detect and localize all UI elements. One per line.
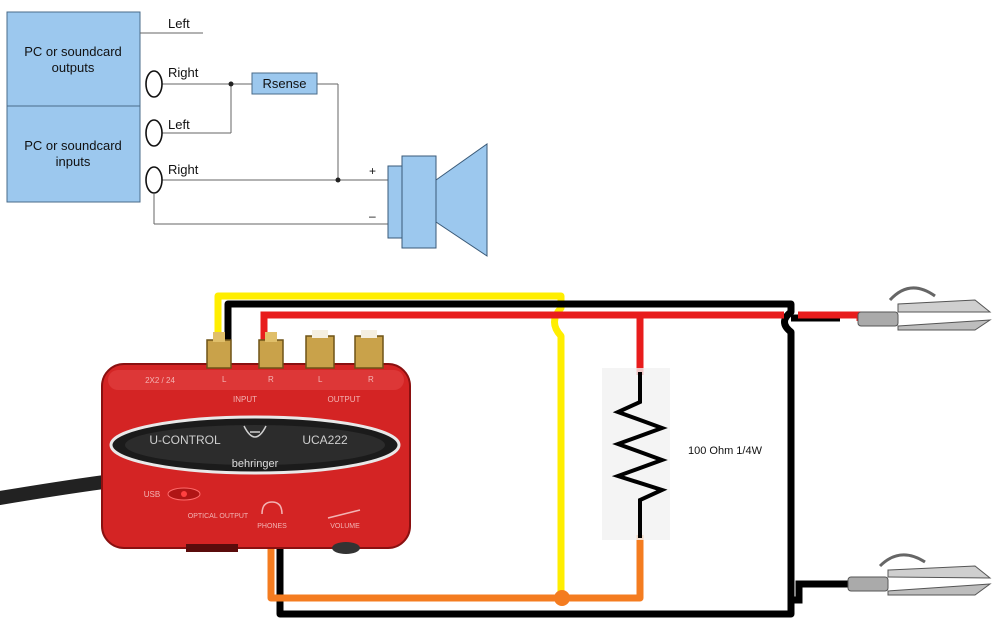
output-r-label: R [368,375,374,384]
jack-out-right [145,70,163,98]
volume-label: VOLUME [330,523,360,530]
output-l-label: L [318,375,323,384]
junction-dot [335,177,341,183]
usb-led-dot [181,491,187,497]
rca-jacks [206,330,384,369]
optical-port [186,544,238,552]
device-badge-inner [125,425,385,465]
solder-joint [554,590,570,606]
brand-logo-text: behringer [232,458,279,470]
minus-label: – [369,209,376,223]
headphones-icon [261,501,283,515]
pc-outputs-label-line2: outputs [52,60,95,75]
input-l-label: L [222,375,227,384]
pc-inputs-box [6,105,141,203]
rsense-box [251,72,318,95]
pc-inputs-label-line2: inputs [56,154,91,169]
model-text: UCA222 [302,433,348,447]
wiring-diagram: 100 Ohm 1/4W 2X2 / 24 L R INPUT L R [0,286,992,618]
resistor-symbol [611,372,668,538]
volume-knob-icon [332,542,360,554]
schematic: PC or soundcard outputs PC or soundcard … [6,11,488,257]
junction-dot [228,81,234,87]
jack-in-right [145,166,163,194]
pc-inputs-label-line1: PC or soundcard [24,138,122,153]
pc-outputs-label-line1: PC or soundcard [24,44,122,59]
rsense-label: Rsense [262,76,306,91]
resistor-label: 100 Ohm 1/4W [688,445,763,457]
orange-wire [267,535,644,602]
resistor-background [602,368,670,540]
input-label: INPUT [233,395,257,404]
usb-cable [0,475,111,505]
plus-label: + [369,164,376,178]
output-label: OUTPUT [328,395,361,404]
optical-label: OPTICAL OUTPUT [188,513,249,520]
input-r-label: R [268,375,274,384]
schematic-wires [140,32,388,225]
black-wire-bottom-clip [791,580,850,604]
in-right-label: Right [168,162,199,177]
out-right-label: Right [168,65,199,80]
in-left-label: Left [168,117,190,132]
phones-label: PHONES [257,523,287,530]
alligator-clip-bottom-icon [847,553,992,596]
out-left-label: Left [168,16,190,31]
pc-outputs-box [6,11,141,107]
usb-top-label: 2X2 / 24 [145,376,175,385]
brand-logo-icon [243,425,267,438]
usb-label: USB [144,490,160,499]
speaker-icon [387,143,488,257]
jack-in-left [145,119,163,147]
behringer-uca222-device: 2X2 / 24 L R INPUT L R OUTPUT U-CONTROL … [101,330,411,554]
u-control-text: U-CONTROL [149,433,221,447]
red-wire [260,311,784,352]
volume-icon [327,509,361,519]
alligator-clip-top-icon [857,286,992,331]
